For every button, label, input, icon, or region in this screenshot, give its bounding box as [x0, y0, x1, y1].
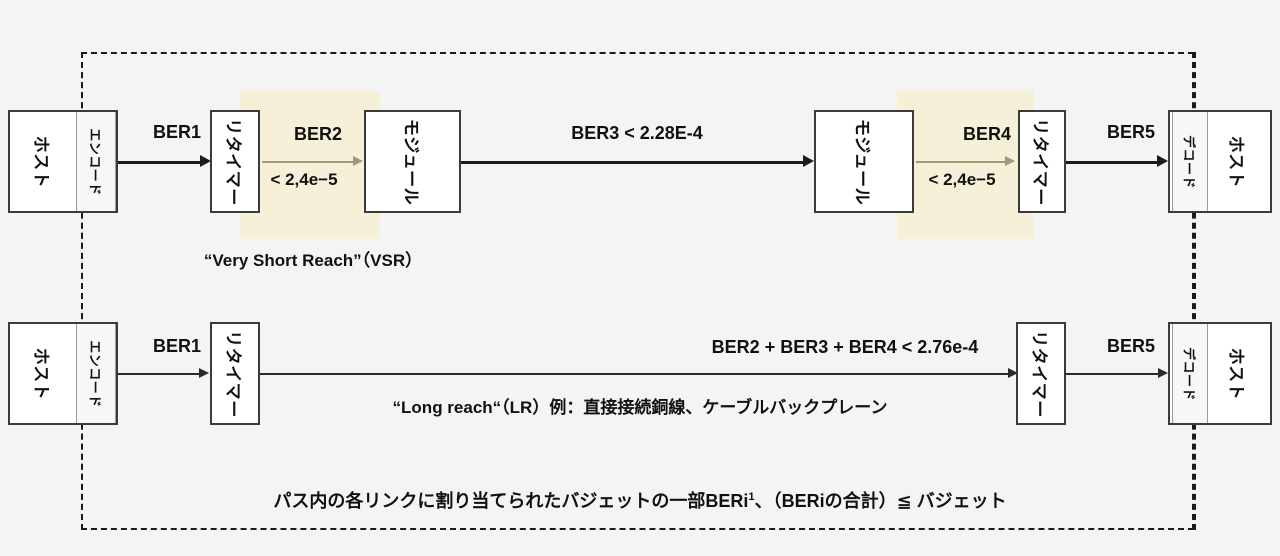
- subpanel-encode-row1: エンコード: [76, 112, 116, 211]
- node-host-right-row2[interactable]: デコード ホスト: [1168, 322, 1272, 425]
- subpanel-encode-row2: エンコード: [76, 324, 116, 423]
- subpanel-decode-row2: デコード: [1172, 324, 1208, 423]
- node-host-left-row2[interactable]: エンコード ホスト: [8, 322, 118, 425]
- node-host-right-row1[interactable]: デコード ホスト: [1168, 110, 1272, 213]
- node-label-module-left-row1: モジュール: [401, 118, 420, 205]
- node-retimer-right-row1[interactable]: リタイマー: [1018, 110, 1066, 213]
- arrow-head-ber5-row1: [1157, 155, 1168, 167]
- arrow-head-ber3-row1: [803, 155, 814, 167]
- node-label-retimer-right-row1: リタイマー: [1030, 117, 1050, 206]
- node-label-decode-row1: デコード: [1181, 134, 1197, 189]
- node-label-decode-row2: デコード: [1181, 346, 1197, 401]
- node-module-right-row1[interactable]: モジュール: [814, 110, 914, 213]
- arrow-head-ber4-row1: [1005, 156, 1015, 166]
- label-ber1-row1: BER1: [152, 122, 202, 142]
- arrow-ber1-row1: [118, 161, 203, 164]
- footnote-part1: パス内の各リンクに割り当てられたバジェットの一部BERi: [273, 491, 749, 511]
- label-ber3-row1: BER3 < 2.28E-4: [571, 123, 703, 143]
- subpanel-decode-row1: デコード: [1172, 112, 1208, 211]
- node-label-host-left-row1: ホスト: [31, 135, 51, 188]
- host-boundary-line-right: [1194, 52, 1196, 530]
- arrow-ber5-row2: [1066, 373, 1160, 375]
- arrow-ber3-row1: [461, 161, 806, 164]
- arrow-ber4-row1: [916, 161, 1009, 163]
- arrow-head-ber5-row2: [1158, 368, 1168, 378]
- label-ber4-row1: BER4: [962, 124, 1012, 144]
- arrow-lr-row2: [260, 373, 1012, 375]
- node-retimer-right-row2[interactable]: リタイマー: [1016, 322, 1066, 425]
- node-retimer-left-row1[interactable]: リタイマー: [210, 110, 260, 213]
- node-label-retimer-right-row2: リタイマー: [1029, 329, 1049, 418]
- node-label-encode-row2: エンコード: [87, 339, 103, 408]
- node-label-retimer-left-row1: リタイマー: [223, 117, 243, 206]
- label-ber1-row2: BER1: [152, 336, 202, 356]
- node-label-encode-row1: エンコード: [87, 127, 103, 196]
- node-retimer-left-row2[interactable]: リタイマー: [210, 322, 260, 425]
- node-label-host-left-row2: ホスト: [31, 347, 51, 400]
- footnote-budget: パス内の各リンクに割り当てられたバジェットの一部BERi1、（BERiの合計）≦…: [273, 487, 1006, 513]
- label-ber-sum-row2: BER2 + BER3 + BER4 < 2.76e-4: [711, 337, 979, 357]
- caption-vsr: “Very Short Reach”（VSR）: [203, 251, 423, 270]
- caption-lr: “Long reach“（LR）例：直接接続銅線、ケーブルバックプレーン: [392, 398, 888, 417]
- footnote-superscript: 1: [748, 491, 755, 503]
- arrow-head-ber1-row1: [200, 155, 211, 167]
- footnote-part2: 、（BERiの合計）≦ バジェット: [754, 491, 1007, 511]
- label-ber4-value-row1: < 2,4e−5: [928, 170, 996, 189]
- node-label-retimer-left-row2: リタイマー: [223, 329, 243, 418]
- label-ber2-value-row1: < 2,4e−5: [270, 170, 338, 189]
- node-module-left-row1[interactable]: モジュール: [364, 110, 461, 213]
- node-host-left-row1[interactable]: エンコード ホスト: [8, 110, 118, 213]
- label-ber5-row1: BER5: [1106, 122, 1156, 142]
- host-boundary-line-left: [81, 52, 83, 530]
- arrow-ber1-row2: [118, 373, 203, 375]
- node-label-host-right-row2: ホスト: [1226, 347, 1246, 400]
- arrow-ber5-row1: [1066, 161, 1160, 164]
- node-label-host-right-row1: ホスト: [1226, 135, 1246, 188]
- arrow-ber2-row1: [262, 161, 357, 163]
- label-ber5-row2: BER5: [1106, 336, 1156, 356]
- node-label-module-right-row1: モジュール: [852, 118, 872, 205]
- arrow-head-ber2-row1: [353, 156, 363, 166]
- arrow-head-ber1-row2: [199, 368, 209, 378]
- arrow-head-lr-row2: [1008, 368, 1018, 378]
- label-ber2-row1: BER2: [293, 124, 343, 144]
